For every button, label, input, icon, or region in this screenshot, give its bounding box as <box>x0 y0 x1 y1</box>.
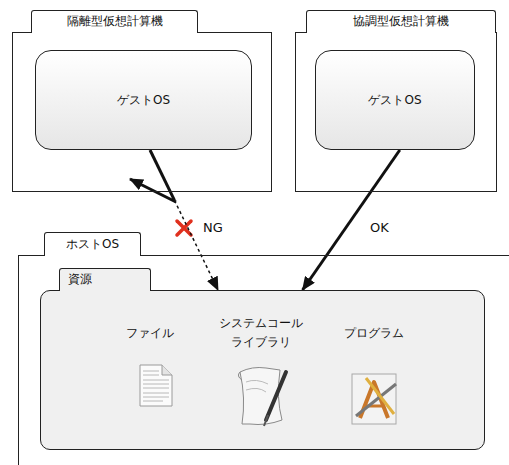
program-icon <box>352 374 396 424</box>
resource-label: システムコール ライブラリ <box>215 314 307 352</box>
edge-label: OK <box>370 220 389 235</box>
connector-line <box>150 150 174 200</box>
tab-heading: ホストOS <box>44 232 141 257</box>
guest-os-box: ゲストOS <box>35 50 252 150</box>
vm-frame: ゲストOS協調型仮想計算機 <box>295 32 497 192</box>
resource-fill <box>40 290 485 450</box>
connector-line <box>174 200 218 290</box>
edge-label: NG <box>203 220 223 235</box>
guest-os-box: ゲストOS <box>315 50 475 150</box>
box-label: ゲストOS <box>117 92 170 109</box>
tab-heading: 協調型仮想計算機 <box>306 10 496 34</box>
host-os-frame: 資源ホストOS <box>18 255 509 465</box>
resource-label: プログラム <box>329 324 419 343</box>
resource-panel: 資源 <box>40 290 485 450</box>
connector-arrow <box>303 150 400 290</box>
connector-arrow <box>150 150 218 290</box>
tab-heading: 資源 <box>59 268 151 292</box>
file-icon <box>140 365 172 406</box>
box-label: ゲストOS <box>368 92 421 109</box>
reject-cross <box>177 221 191 235</box>
connector-line <box>303 150 400 290</box>
vm-frame: ゲストOS隔離型仮想計算機 <box>12 32 272 192</box>
library-scroll-icon <box>238 368 286 427</box>
resource-label: ファイル <box>105 324 195 343</box>
tab-heading: 隔離型仮想計算機 <box>31 10 198 34</box>
